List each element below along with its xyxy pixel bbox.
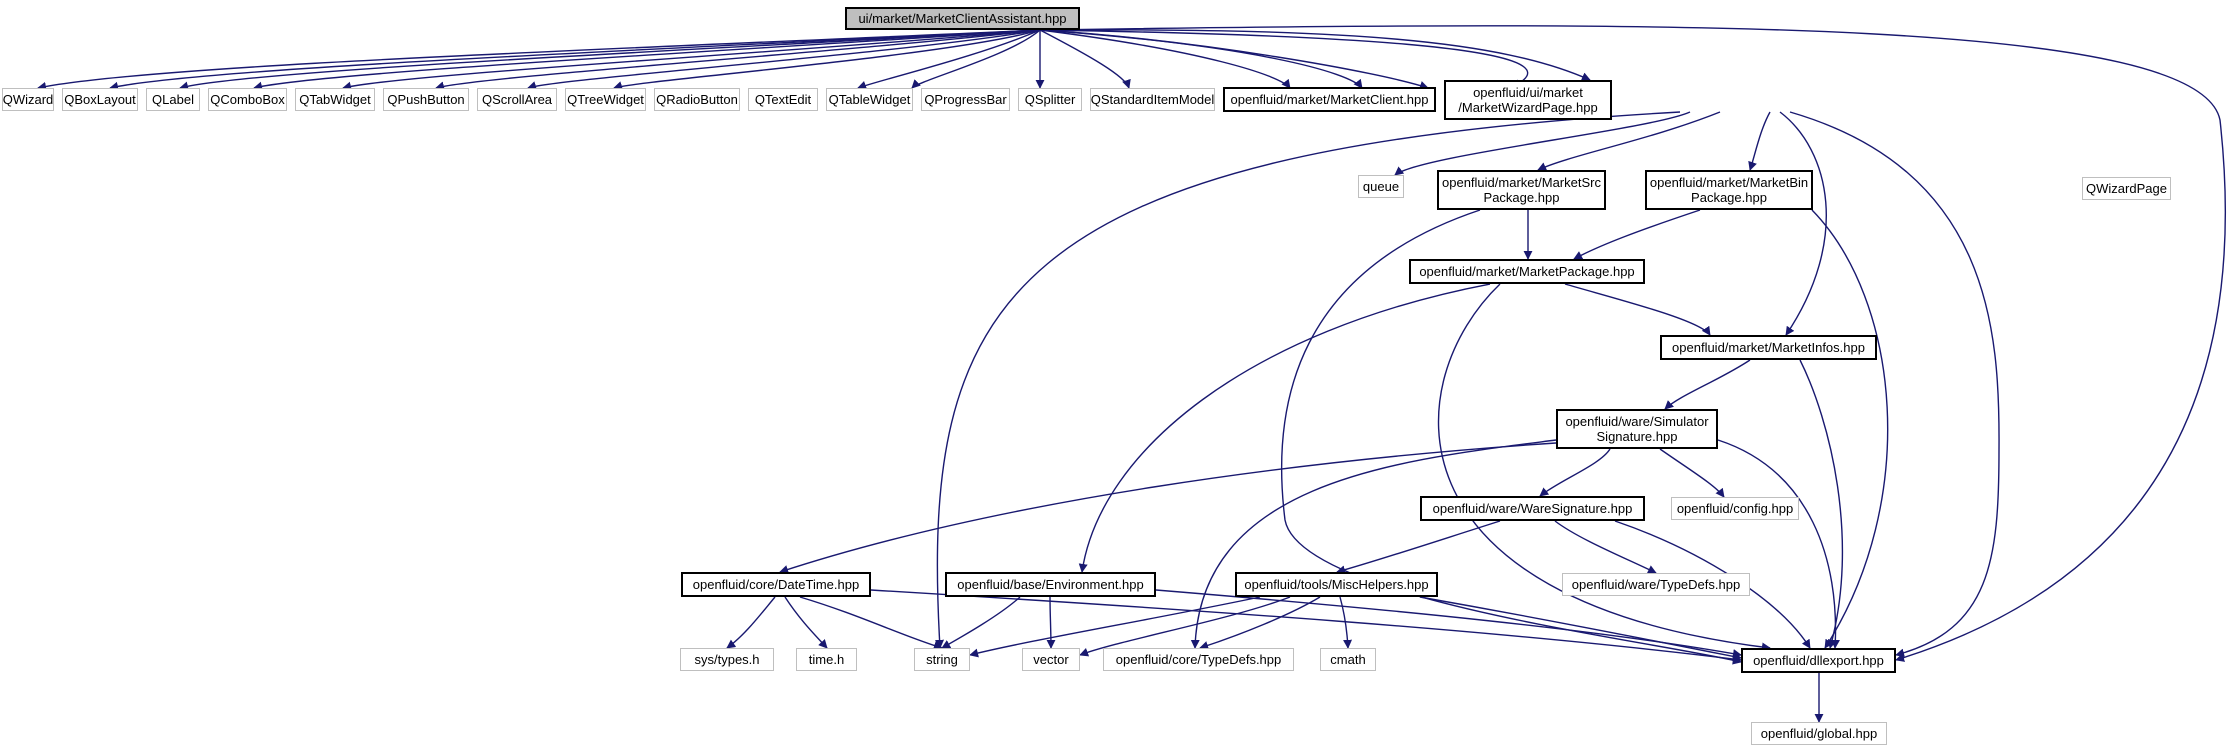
include-edge [1039, 29, 1429, 90]
node-qsplitter[interactable]: QSplitter [1018, 88, 1082, 111]
include-edge [1078, 283, 1491, 573]
include-edge [1717, 439, 1840, 649]
include-edge [784, 596, 828, 649]
include-edge [1336, 520, 1501, 575]
node-qboxlayout[interactable]: QBoxLayout [62, 88, 138, 111]
node-qwizard[interactable]: QWizard [2, 88, 54, 111]
include-edge [435, 29, 1041, 91]
node-qtablewidget[interactable]: QTableWidget [826, 88, 913, 111]
node-marketwizardpage[interactable]: openfluid/ui/market /MarketWizardPage.hp… [1444, 80, 1612, 120]
include-edge [109, 29, 1041, 91]
include-edge [779, 442, 1557, 574]
include-edge [342, 29, 1041, 91]
include-edge [1573, 209, 1701, 260]
include-edge [613, 29, 1041, 90]
include-edge [1664, 359, 1751, 410]
node-qradiobutton[interactable]: QRadioButton [654, 88, 740, 111]
include-edge [1659, 448, 1725, 498]
node-qprogressbar[interactable]: QProgressBar [921, 88, 1010, 111]
node-qstandarditemmodel[interactable]: QStandardItemModel [1090, 88, 1215, 111]
include-edge [857, 29, 1041, 90]
node-global[interactable]: openfluid/global.hpp [1751, 722, 1887, 745]
node-vector[interactable]: vector [1022, 648, 1080, 671]
include-edge [1779, 111, 1827, 336]
node-simulatorsignature[interactable]: openfluid/ware/Simulator Signature.hpp [1556, 409, 1718, 449]
node-cmath[interactable]: cmath [1320, 648, 1376, 671]
include-edge [37, 29, 1041, 91]
include-edge [1046, 596, 1056, 649]
node-qtextedit[interactable]: QTextEdit [748, 88, 818, 111]
include-edge [1199, 596, 1321, 650]
include-edge [969, 596, 1261, 658]
node-marketbinpackage[interactable]: openfluid/market/MarketBin Package.hpp [1645, 170, 1813, 210]
include-edge [870, 589, 1742, 664]
node-root-header[interactable]: ui/market/MarketClientAssistant.hpp [845, 7, 1080, 30]
node-qtreewidget[interactable]: QTreeWidget [565, 88, 646, 111]
node-mischelpers[interactable]: openfluid/tools/MiscHelpers.hpp [1235, 572, 1438, 597]
include-edge [941, 596, 1021, 649]
include-edge [799, 596, 943, 650]
node-marketpackage[interactable]: openfluid/market/MarketPackage.hpp [1409, 259, 1645, 284]
include-edge [1539, 448, 1611, 497]
include-edge [1339, 596, 1353, 649]
node-systypes[interactable]: sys/types.h [680, 648, 774, 671]
node-dllexport[interactable]: openfluid/dllexport.hpp [1741, 648, 1896, 673]
include-edge [726, 596, 776, 649]
node-string[interactable]: string [914, 648, 970, 671]
include-edge [1811, 209, 1889, 649]
include-edge [253, 29, 1041, 91]
include-edge [1039, 29, 1591, 81]
include-edge [1789, 111, 2000, 658]
node-qlabel[interactable]: QLabel [146, 88, 200, 111]
node-qwizardpage[interactable]: QWizardPage [2082, 177, 2171, 200]
include-edge [1039, 25, 2227, 662]
include-edge [1039, 29, 1291, 89]
include-edge [1039, 29, 1131, 89]
node-marketsrcpackage[interactable]: openfluid/market/MarketSrc Package.hpp [1437, 170, 1606, 210]
node-datetime[interactable]: openfluid/core/DateTime.hpp [681, 572, 871, 597]
include-edge [527, 29, 1041, 90]
include-edge [911, 29, 1041, 89]
include-edge [1537, 111, 1721, 171]
include-edge [1419, 596, 1742, 661]
include-edge [935, 111, 1681, 649]
node-environment[interactable]: openfluid/base/Environment.hpp [945, 572, 1156, 597]
node-coretypedefs[interactable]: openfluid/core/TypeDefs.hpp [1103, 648, 1294, 671]
include-edge [1280, 209, 1742, 665]
node-qpushbutton[interactable]: QPushButton [383, 88, 469, 111]
node-marketinfos[interactable]: openfluid/market/MarketInfos.hpp [1660, 335, 1877, 360]
node-qscrollarea[interactable]: QScrollArea [477, 88, 557, 111]
node-queue[interactable]: queue [1358, 175, 1404, 198]
node-waretypedefs[interactable]: openfluid/ware/TypeDefs.hpp [1562, 573, 1750, 596]
include-edge [1039, 29, 1529, 88]
include-edge [1190, 439, 1557, 649]
node-timeh[interactable]: time.h [796, 648, 857, 671]
node-config[interactable]: openfluid/config.hpp [1671, 497, 1799, 520]
include-edge [1394, 111, 1691, 176]
include-edge [1799, 359, 1844, 649]
include-edge [1748, 111, 1771, 171]
include-edge [179, 29, 1041, 91]
include-edge [1079, 596, 1291, 657]
node-qcombobox[interactable]: QComboBox [208, 88, 287, 111]
include-edge [1554, 520, 1657, 574]
include-edge [1564, 283, 1711, 336]
node-qtabwidget[interactable]: QTabWidget [295, 88, 375, 111]
node-marketclient[interactable]: openfluid/market/MarketClient.hpp [1223, 87, 1436, 112]
node-waresignature[interactable]: openfluid/ware/WareSignature.hpp [1420, 496, 1645, 521]
include-edge [1437, 283, 1771, 652]
